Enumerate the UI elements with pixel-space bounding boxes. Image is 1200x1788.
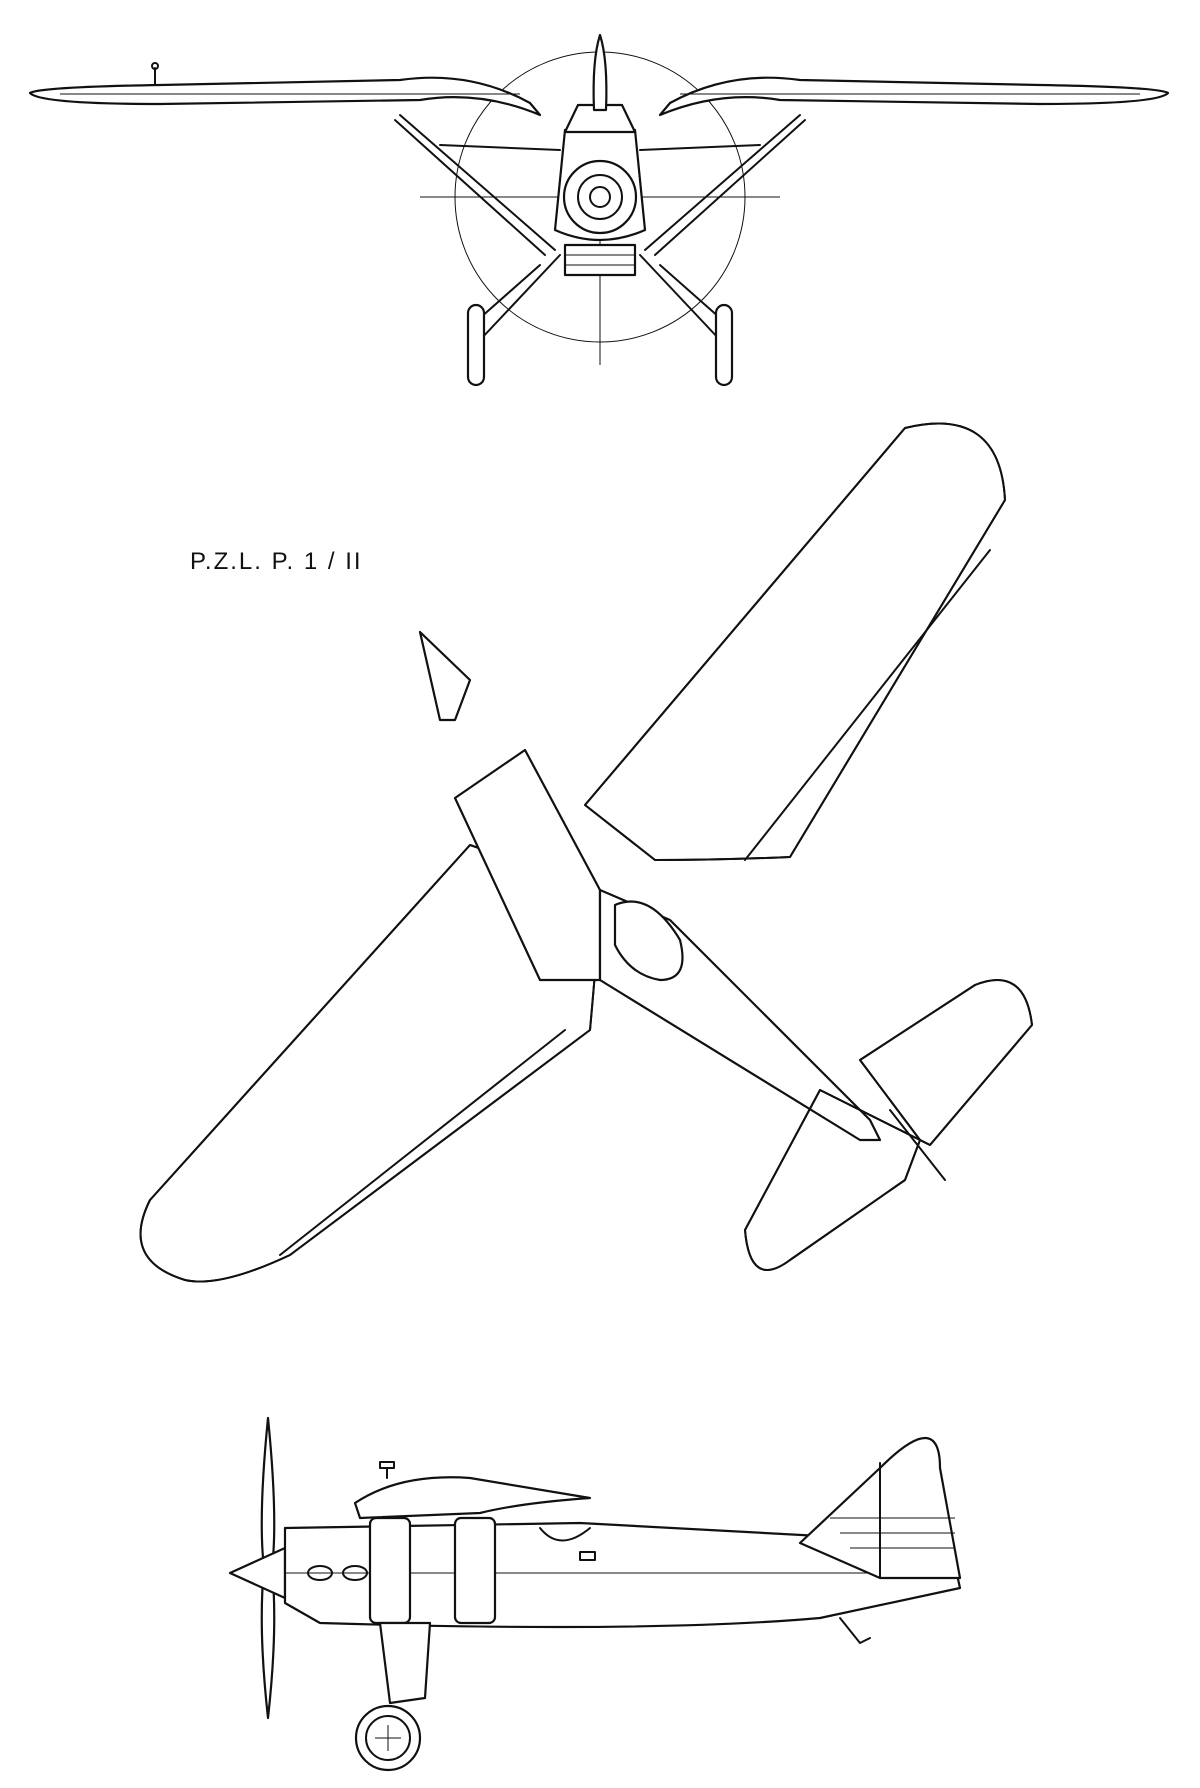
front-view: [28, 33, 1170, 387]
nose-spinner: [418, 630, 472, 722]
upper-fairing: [353, 1476, 592, 1520]
right-wing-front: [658, 76, 1170, 117]
side-view: [228, 1416, 962, 1772]
left-wing-front: [28, 76, 542, 117]
left-wheel-front: [466, 303, 486, 387]
centre-section: [453, 748, 602, 982]
right-wing-top: [584, 422, 1006, 861]
undercarriage-leg: [378, 1621, 432, 1705]
cylinder-bank-rear: [453, 1516, 497, 1625]
cylinder-bank-front: [368, 1516, 412, 1625]
spinner-side: [228, 1546, 287, 1600]
right-wheel-front: [714, 303, 734, 387]
cockpit-top: [613, 900, 684, 982]
engine-cowl: [562, 159, 638, 235]
top-view: [139, 422, 1033, 1283]
propeller-blade-front: [592, 33, 608, 112]
aircraft-title: P.Z.L. P. 1 / II: [190, 548, 363, 575]
